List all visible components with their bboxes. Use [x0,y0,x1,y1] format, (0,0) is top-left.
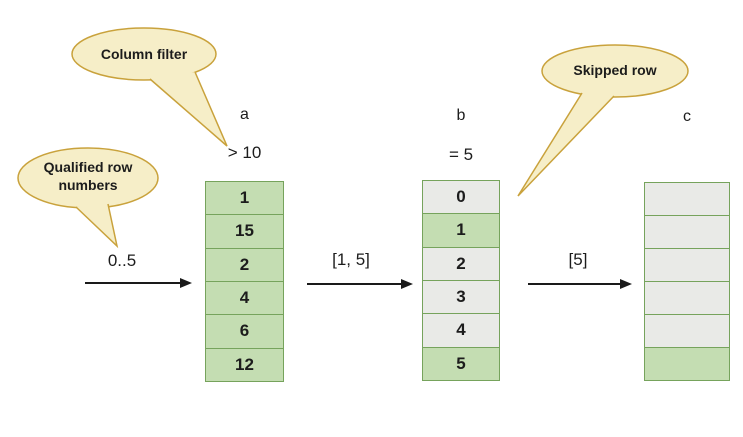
column-c-cell-4 [645,315,729,348]
column-a-cell-0: 1 [206,182,283,216]
arrow-b-to-c [528,279,632,289]
callout-qualified-rows-label: Qualified row numbers [18,159,158,195]
callout-qualified-rows-line2: numbers [58,176,118,193]
column-c-header: c [683,108,691,125]
column-b-cell-4: 4 [423,314,499,348]
callout-column-filter-tail [149,71,228,147]
callout-qualified-rows-tail [75,203,119,249]
column-b-table: 0 1 2 3 4 5 [422,180,500,381]
callout-skipped-row-shape [517,44,689,197]
column-c-cell-3 [645,282,729,315]
column-b-header: b [456,107,466,124]
callout-qualified-rows-shape [17,147,159,249]
column-c-cell-0 [645,183,729,216]
callout-skipped-row-label: Skipped row [573,62,657,78]
column-c-cell-1 [645,216,729,249]
arrow-head-icon [180,278,192,288]
callout-skipped-row-tail [517,92,615,197]
callout-column-filter-shape [71,27,228,147]
arrow-qualified-rows-label: 0..5 [107,251,137,270]
column-b-filter: = 5 [448,145,474,164]
column-a-filter: > 10 [227,143,262,162]
arrow-a-to-b-label: [1, 5] [332,250,370,269]
column-a-cell-2: 2 [206,248,283,282]
column-a-cell-1: 15 [206,215,283,249]
column-b-cell-2: 2 [423,247,499,281]
column-a-cell-5: 12 [206,348,283,381]
column-c-table [644,182,730,381]
column-a-cell-4: 6 [206,315,283,349]
column-b-cell-5: 5 [423,347,499,380]
column-b-cell-0: 0 [423,181,499,215]
column-c-cell-5 [645,348,729,380]
arrow-head-icon [620,279,632,289]
column-c-cell-2 [645,249,729,282]
column-b-cell-1: 1 [423,214,499,248]
column-a-table: 1 15 2 4 6 12 [205,181,284,382]
column-b-cell-3: 3 [423,280,499,315]
callout-skipped-row-bubble [541,44,689,98]
column-a-header: a [240,106,249,123]
arrow-head-icon [401,279,413,289]
column-a-cell-3: 4 [206,281,283,316]
callout-qualified-rows-line1: Qualified row [43,159,133,175]
callout-column-filter-label: Column filter [100,46,188,62]
arrow-a-to-b [307,279,413,289]
arrow-b-to-c-label: [5] [568,250,588,269]
callout-column-filter-bubble [71,27,217,81]
arrow-qualified-rows [85,278,192,288]
